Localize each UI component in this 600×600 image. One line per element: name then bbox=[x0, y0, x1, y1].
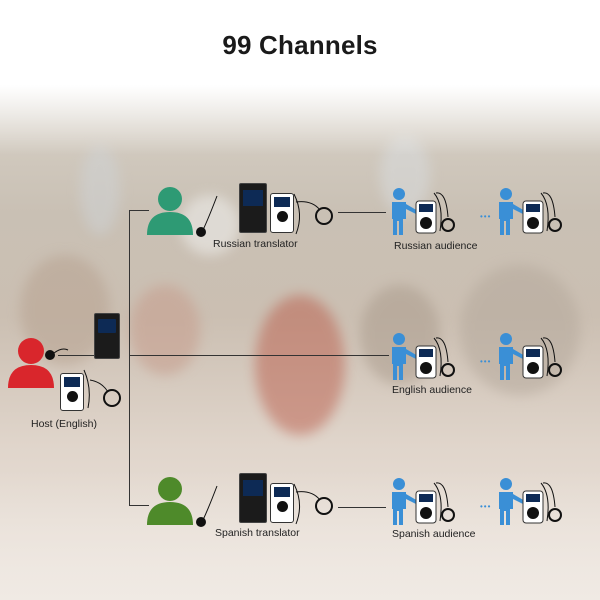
link-host bbox=[58, 355, 98, 356]
russian-translator-person-icon bbox=[147, 187, 193, 235]
audience-person-icon bbox=[392, 188, 455, 235]
spanish-translator-receiver-icon bbox=[270, 483, 294, 523]
english-audience-member bbox=[386, 330, 478, 382]
page-title: 99 Channels bbox=[222, 30, 378, 60]
audience-person-icon bbox=[499, 188, 563, 235]
host-receiver-icon bbox=[60, 373, 84, 411]
english-audience-member bbox=[493, 330, 585, 382]
spanish-audience-member bbox=[386, 475, 478, 527]
russian-translator-microphone-icon bbox=[196, 195, 218, 237]
spanish-audience-label: Spanish audience bbox=[392, 528, 476, 540]
link-russian bbox=[338, 212, 386, 213]
russian-translator-earphone-icon bbox=[293, 193, 333, 235]
host-person-icon bbox=[8, 338, 54, 388]
top-fade bbox=[0, 85, 600, 155]
spanish-audience-member bbox=[493, 475, 585, 527]
host-microphone-icon bbox=[45, 348, 69, 360]
host-earphone-icon bbox=[83, 369, 121, 409]
russian-audience-group: ••• bbox=[386, 185, 586, 240]
trunk-line bbox=[129, 210, 130, 505]
audience-person-icon bbox=[499, 333, 563, 380]
english-audience-label: English audience bbox=[392, 384, 472, 396]
audience-person-icon bbox=[499, 478, 563, 525]
host-transmitter-icon bbox=[94, 313, 120, 359]
russian-audience-member bbox=[386, 185, 478, 237]
spanish-audience-group: ••• bbox=[386, 475, 586, 530]
audience-person-icon bbox=[392, 333, 455, 380]
branch-line-spanish bbox=[129, 505, 149, 506]
russian-translator-transmitter-icon bbox=[239, 183, 267, 233]
signal-dots-icon: ••• bbox=[480, 357, 492, 366]
russian-audience-member bbox=[493, 185, 585, 237]
russian-audience-label: Russian audience bbox=[394, 240, 478, 252]
host-label: Host (English) bbox=[31, 418, 97, 430]
english-audience-group: ••• bbox=[386, 330, 586, 385]
spanish-translator-person-icon bbox=[147, 477, 193, 525]
signal-dots-icon: ••• bbox=[480, 502, 492, 511]
russian-translator-label: Russian translator bbox=[213, 238, 298, 250]
russian-translator-receiver-icon bbox=[270, 193, 294, 233]
branch-line-english bbox=[129, 355, 389, 356]
branch-line-russian bbox=[129, 210, 149, 211]
audience-person-icon bbox=[392, 478, 455, 525]
spanish-translator-label: Spanish translator bbox=[215, 527, 300, 539]
signal-dots-icon: ••• bbox=[480, 212, 492, 221]
spanish-translator-microphone-icon bbox=[196, 485, 218, 527]
spanish-translator-earphone-icon bbox=[293, 483, 333, 525]
spanish-translator-transmitter-icon bbox=[239, 473, 267, 523]
link-spanish bbox=[338, 507, 386, 508]
